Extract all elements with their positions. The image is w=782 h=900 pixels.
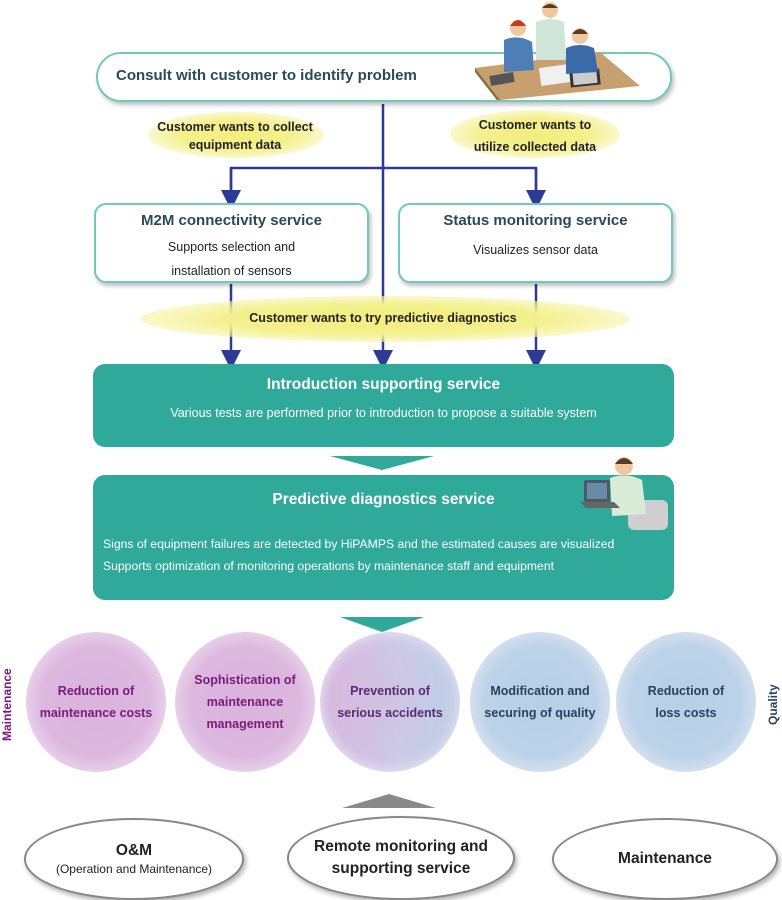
predictive-desc: Signs of equipment failures are detected… xyxy=(103,533,663,577)
om-ellipse: O&M (Operation and Maintenance) xyxy=(24,818,244,900)
status-title: Status monitoring service xyxy=(443,212,628,229)
benefit-prevent-serious-accidents: Prevention of serious accidents xyxy=(320,632,460,772)
intro-desc: Various tests are performed prior to int… xyxy=(170,406,597,420)
maintenance-ellipse: Maintenance xyxy=(552,818,778,900)
m2m-desc-line-2: installation of sensors xyxy=(171,264,292,278)
need-collect-line-1: Customer wants to collect xyxy=(157,120,313,134)
remote-line-1: Remote monitoring and xyxy=(314,838,488,855)
m2m-desc: Supports selection and installation of s… xyxy=(96,235,367,283)
quality-axis-label: Quality xyxy=(766,684,780,726)
need-utilize-label: Customer wants to utilize collected data xyxy=(445,114,625,158)
benefit-quality-modification: Modification and securing of quality xyxy=(470,632,610,772)
team-meeting-illustration xyxy=(475,2,640,100)
status-monitoring-box: Status monitoring service Visualizes sen… xyxy=(398,203,673,283)
m2m-desc-line-1: Supports selection and xyxy=(167,240,296,254)
benefit-5-line-1: Reduction of xyxy=(647,684,725,698)
intro-service-box: Introduction supporting service Various … xyxy=(93,364,674,447)
benefit-1-line-2: maintenance costs xyxy=(39,706,153,720)
benefit-1-line-1: Reduction of xyxy=(57,684,135,698)
remote-monitoring-ellipse: Remote monitoring and supporting service xyxy=(287,816,515,900)
consult-label: Consult with customer to identify proble… xyxy=(116,67,417,84)
intro-title: Introduction supporting service xyxy=(266,376,501,393)
operator-laptop-illustration xyxy=(580,457,668,530)
benefit-reduce-maintenance-costs: Reduction of maintenance costs xyxy=(26,632,166,772)
om-title: O&M xyxy=(115,842,153,859)
benefit-4-line-1: Modification and xyxy=(490,684,590,698)
maintenance-axis-label: Maintenance xyxy=(0,668,14,742)
need-predictive-glow xyxy=(140,296,630,342)
benefit-3-line-2: serious accidents xyxy=(337,706,443,720)
predictive-title: Predictive diagnostics service xyxy=(272,491,495,508)
benefit-2-line-2: maintenance management xyxy=(206,695,284,731)
need-collect-glow xyxy=(148,112,324,158)
need-utilize-line-2: utilize collected data xyxy=(473,140,597,154)
benefit-2-line-1: Sophistication of xyxy=(194,673,296,687)
m2m-service-box: M2M connectivity service Supports select… xyxy=(94,203,369,283)
m2m-title: M2M connectivity service xyxy=(141,212,322,229)
need-utilize-glow xyxy=(450,110,620,158)
benefit-3-line-1: Prevention of xyxy=(350,684,430,698)
predictive-service-box: Predictive diagnostics service Signs of … xyxy=(93,475,674,600)
bottom-up-chevron xyxy=(342,794,436,808)
benefit-sophistication-maintenance: Sophistication of maintenance management xyxy=(175,632,315,772)
need-utilize-line-1: Customer wants to xyxy=(478,118,592,132)
om-subtitle: (Operation and Maintenance) xyxy=(55,862,213,876)
predictive-desc-line-1: Signs of equipment failures are detected… xyxy=(103,537,615,551)
intro-to-predictive-chevron xyxy=(330,456,434,470)
maintenance-label: Maintenance xyxy=(618,850,712,867)
need-predictive-label: Customer wants to try predictive diagnos… xyxy=(249,311,517,325)
remote-line-2: supporting service xyxy=(331,860,471,877)
benefit-reduce-loss-costs: Reduction of loss costs xyxy=(616,632,756,772)
need-collect-line-2: equipment data xyxy=(188,138,282,152)
predictive-desc-line-2: Supports optimization of monitoring oper… xyxy=(103,559,554,573)
benefit-4-line-2: securing of quality xyxy=(484,706,596,720)
predictive-to-benefits-chevron xyxy=(340,617,424,632)
status-desc: Visualizes sensor data xyxy=(473,243,598,257)
benefit-5-line-2: loss costs xyxy=(655,706,717,720)
need-collect-label: Customer wants to collect equipment data xyxy=(140,118,330,154)
